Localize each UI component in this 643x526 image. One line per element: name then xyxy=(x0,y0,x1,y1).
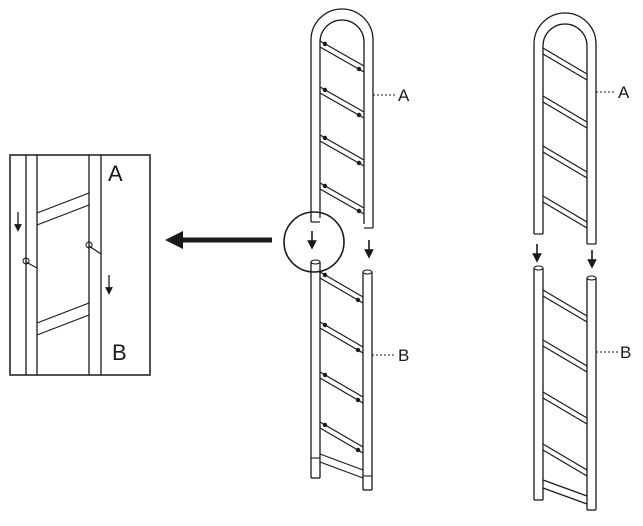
left-section-b xyxy=(310,259,373,491)
right-section-a xyxy=(533,12,597,245)
rung xyxy=(542,443,588,477)
detail-label-a: A xyxy=(108,161,123,186)
left-section-a xyxy=(310,8,374,229)
rung xyxy=(319,40,365,73)
rung xyxy=(319,271,364,304)
rung xyxy=(542,145,588,179)
bottom-brace xyxy=(319,453,364,479)
rung xyxy=(542,391,588,425)
left-label-a: A xyxy=(398,86,410,105)
right-label-a: A xyxy=(618,83,630,102)
rung xyxy=(542,195,588,229)
magnify-circle-icon xyxy=(283,211,345,273)
detail-rung xyxy=(36,192,90,226)
rung xyxy=(542,339,588,373)
right-ladder-assembly: A xyxy=(532,12,631,511)
left-ladder-assembly: A xyxy=(283,8,410,491)
rung xyxy=(542,289,588,323)
detail-rung xyxy=(36,302,90,336)
rung xyxy=(319,86,365,119)
left-arrow-icon xyxy=(165,231,272,249)
rung xyxy=(319,321,364,354)
rung xyxy=(319,182,365,215)
detail-inset: A B xyxy=(9,154,151,376)
rung xyxy=(542,95,588,129)
rung xyxy=(542,47,588,81)
rung xyxy=(319,371,364,404)
left-label-b: B xyxy=(398,346,409,365)
right-label-b: B xyxy=(620,343,631,362)
right-section-b xyxy=(533,265,597,511)
detail-frame xyxy=(9,154,151,376)
detail-label-b: B xyxy=(112,340,127,365)
rung xyxy=(319,134,365,167)
rung xyxy=(319,421,364,454)
bottom-brace xyxy=(542,479,588,505)
